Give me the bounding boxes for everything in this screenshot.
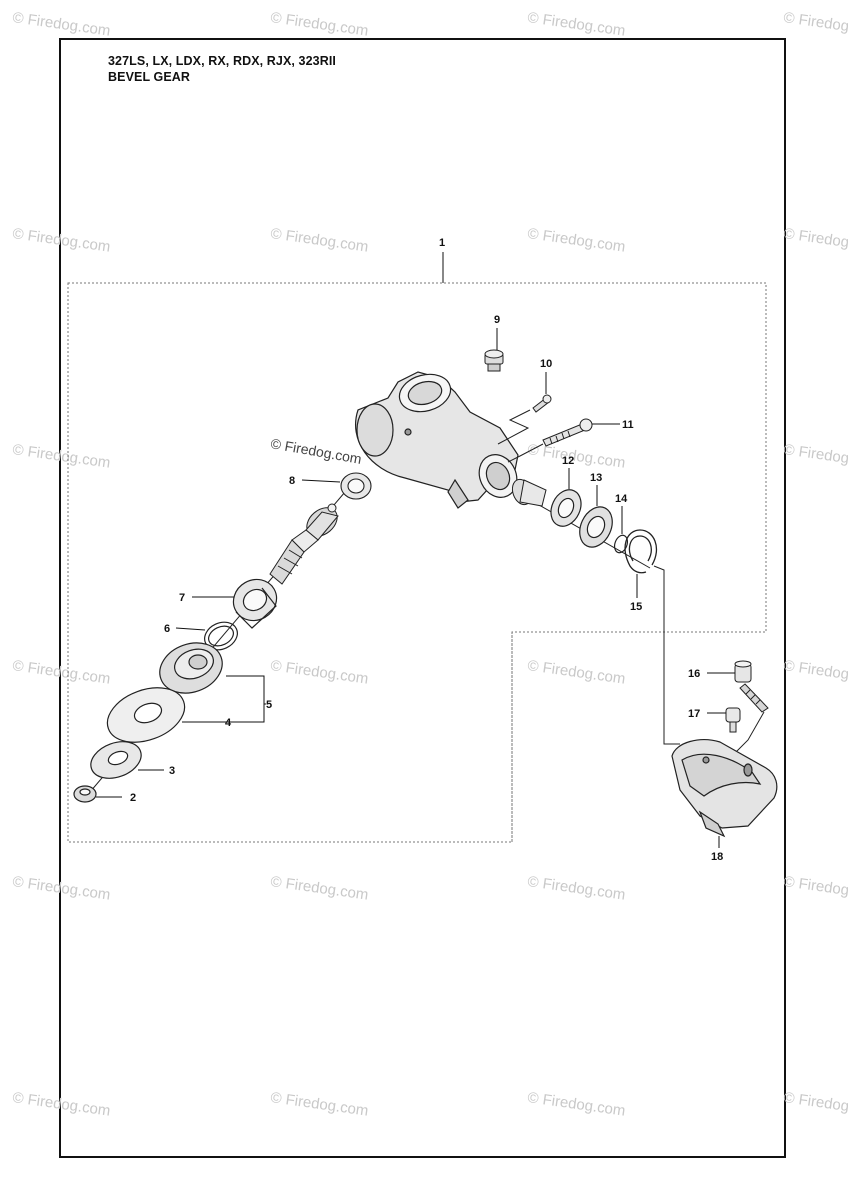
- plug-screw-icon: [484, 349, 504, 372]
- assembly-boundary: [67, 282, 767, 843]
- bearing-8-icon: [340, 472, 372, 500]
- watermark-text: © Firedog.com: [526, 657, 626, 688]
- watermark-text: © Firedog.com: [11, 657, 111, 688]
- callout-9: 9: [494, 314, 500, 326]
- retaining-ring-15-icon: [624, 529, 657, 574]
- watermark-text: © Firedog.com: [526, 225, 626, 256]
- washer-3-icon: [90, 741, 142, 779]
- circlip-14-icon: [613, 534, 629, 554]
- callout-16: 16: [688, 668, 700, 680]
- watermark-text: © Firedog.com: [526, 873, 626, 904]
- callout-12: 12: [562, 455, 574, 467]
- watermark-text: © Firedog.com: [782, 657, 848, 688]
- connector-16: [735, 711, 765, 753]
- connector-15-18: [653, 565, 680, 745]
- watermark-text: © Firedog.com: [269, 873, 369, 904]
- watermark-text: © Firedog.com: [782, 441, 848, 472]
- callout-3: 3: [169, 765, 175, 777]
- watermark-text: © Firedog.com: [11, 873, 111, 904]
- watermark-text: © Firedog.com: [11, 9, 111, 40]
- watermark-text: © Firedog.com: [269, 657, 369, 688]
- spindle-gear-icon: [269, 503, 339, 585]
- bracket-4-5: [226, 675, 265, 723]
- callout-17: 17: [688, 708, 700, 720]
- connector-10: [497, 409, 531, 445]
- leader-6: [175, 627, 206, 631]
- watermark-layer: © Firedog.com © Firedog.com © Firedog.co…: [11, 9, 848, 1120]
- circlip-6-icon: [204, 621, 238, 651]
- callout-15: 15: [630, 601, 642, 613]
- screw-10-icon: [532, 394, 552, 413]
- watermark-text: © Firedog.com: [526, 1089, 626, 1120]
- watermark-text: © Firedog.com: [269, 9, 369, 40]
- bearing-7-icon: [232, 578, 278, 629]
- callout-10: 10: [540, 358, 552, 370]
- watermark-text: © Firedog.com: [11, 441, 111, 472]
- leader-8: [301, 479, 341, 483]
- watermark-text: © Firedog.com: [11, 1089, 111, 1120]
- support-cup-4-icon: [106, 687, 186, 743]
- flange-5-icon: [159, 642, 223, 694]
- callout-7: 7: [179, 592, 185, 604]
- callout-1: 1: [439, 237, 445, 249]
- nut-2-icon: [73, 785, 97, 803]
- callout-11: 11: [622, 419, 634, 431]
- watermark-text: © Firedog.com: [11, 225, 111, 256]
- center-watermark: © Firedog.com: [269, 435, 362, 467]
- guard-bracket-18-icon: [671, 739, 778, 838]
- callout-5: 5: [266, 699, 272, 711]
- callout-2: 2: [130, 792, 136, 804]
- screw-17-icon: [725, 707, 741, 733]
- callout-8: 8: [289, 475, 295, 487]
- section-title: BEVEL GEAR: [108, 70, 191, 84]
- gear-housing-icon: [355, 371, 519, 509]
- bolt-16-icon: [734, 660, 769, 713]
- page-frame: [59, 38, 786, 1158]
- watermark-text: © Firedog.com: [782, 225, 848, 256]
- watermark-text: © Firedog.com: [782, 9, 848, 40]
- watermark-text: © Firedog.com: [782, 1089, 848, 1120]
- bearing-13-icon: [579, 506, 613, 548]
- connector-11: [507, 443, 544, 463]
- bearing-12-icon: [550, 489, 582, 527]
- watermark-text: © Firedog.com: [526, 9, 626, 40]
- callout-6: 6: [164, 623, 170, 635]
- callout-4: 4: [225, 717, 232, 729]
- watermark-text: © Firedog.com: [269, 1089, 369, 1120]
- callout-18: 18: [711, 851, 723, 863]
- watermark-text: © Firedog.com: [269, 225, 369, 256]
- callout-14: 14: [615, 493, 628, 505]
- callout-13: 13: [590, 472, 602, 484]
- bevel-pinion-icon: [511, 478, 547, 507]
- watermark-text: © Firedog.com: [526, 441, 626, 472]
- screw-11-icon: [542, 418, 593, 447]
- model-title: 327LS, LX, LDX, RX, RDX, RJX, 323RII: [108, 54, 336, 68]
- watermark-text: © Firedog.com: [782, 873, 848, 904]
